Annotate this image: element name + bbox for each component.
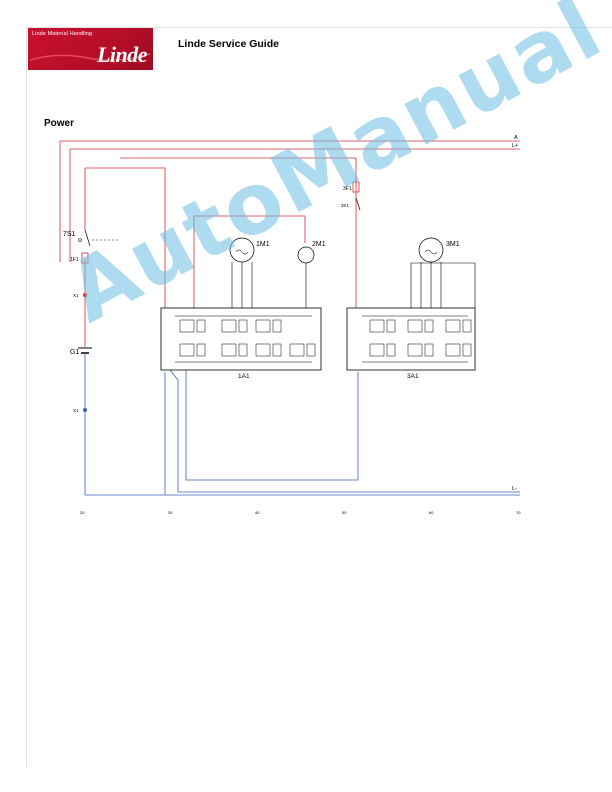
label-3a1: 3A1 (407, 373, 419, 380)
connector-x1-bottom: X1 (73, 408, 87, 413)
label-x1-bottom: X1 (73, 408, 79, 413)
label-1a1: 1A1 (238, 373, 250, 380)
ruler: 20 30 40 50 60 70 (80, 510, 521, 515)
guide-title: Linde Service Guide (178, 38, 279, 50)
label-7s1: 7S1 (63, 231, 76, 238)
rail-label-lminus: L- (512, 486, 517, 492)
contact-3k1: 3K1 (341, 197, 361, 211)
ruler-tick-40: 40 (255, 510, 260, 515)
rail-label-lplus: L+ (512, 143, 518, 149)
logo-subtitle: Linde Material Handling (32, 31, 93, 37)
left-margin-rule (26, 27, 27, 767)
ruler-tick-70: 70 (516, 510, 521, 515)
label-3m1: 3M1 (446, 241, 460, 248)
ruler-tick-20: 20 (80, 510, 85, 515)
fuse-3f1: 3F1 (343, 181, 360, 193)
section-title: Power (44, 118, 75, 129)
header-rule (26, 27, 612, 28)
negative-wires: L- (84, 369, 520, 496)
label-1f1: 1F1 (70, 257, 79, 263)
connector-x1-top: X1 (73, 293, 87, 298)
motor-2m1: 2M1 (297, 241, 326, 308)
fuse-1f1: 1F1 (70, 252, 89, 264)
label-3k1: 3K1 (341, 203, 350, 208)
controller-1a1: 1A1 (160, 307, 322, 380)
rails: A L+ (59, 135, 520, 262)
label-2m1: 2M1 (312, 241, 326, 248)
feed-wires (84, 157, 357, 340)
motor-1m1: 1M1 (229, 237, 270, 308)
ruler-tick-30: 30 (168, 510, 173, 515)
logo-brand: Linde (96, 42, 148, 67)
ruler-tick-60: 60 (429, 510, 434, 515)
logo-swoosh-icon (29, 53, 151, 61)
label-x1-top: X1 (73, 293, 79, 298)
label-1m1: 1M1 (256, 241, 270, 248)
linde-logo: Linde Material Handling Linde (28, 28, 153, 70)
rail-label-a: A (514, 135, 518, 141)
battery-g1: G1 (70, 340, 92, 370)
label-g1: G1 (70, 349, 79, 356)
switch-7s1: 7S1 (63, 229, 118, 247)
motor-3m1: 3M1 (410, 237, 476, 308)
label-3f1: 3F1 (343, 186, 352, 192)
ruler-tick-50: 50 (342, 510, 347, 515)
controller-3a1: 3A1 (346, 307, 476, 380)
